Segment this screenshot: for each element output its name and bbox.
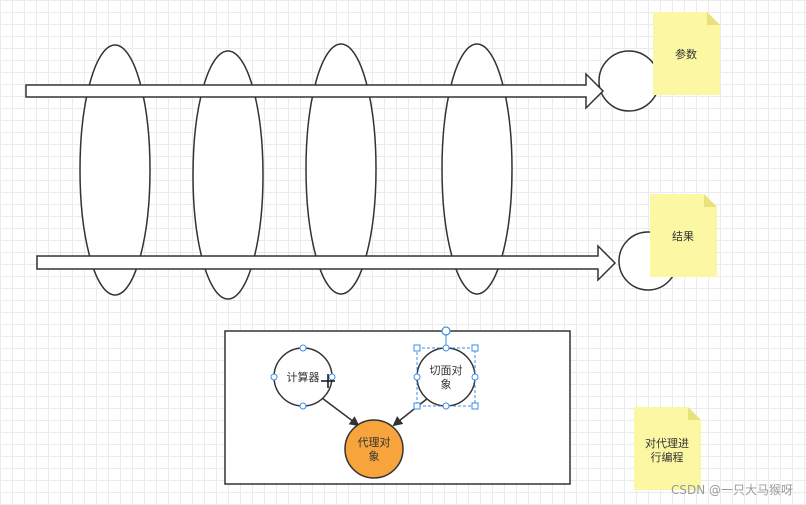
proxy-label-line1: 代理对 [358, 435, 391, 449]
connection-point[interactable] [471, 373, 479, 381]
aspect-to-proxy-arrow[interactable] [392, 397, 429, 427]
connection-points [270, 344, 336, 410]
filter-ellipse-4[interactable] [441, 43, 513, 295]
aop-note-label-line2: 行编程 [651, 450, 684, 464]
aspect-node[interactable]: 切面对 象 [416, 347, 476, 407]
connection-point[interactable] [299, 344, 307, 352]
watermark: CSDN @一只大马猴呀 [671, 483, 793, 497]
params-note-label: 参数 [675, 47, 697, 61]
result-note[interactable]: 结果 [650, 194, 717, 277]
proxy-label-line2: 象 [369, 450, 380, 463]
filter-ellipse-2[interactable] [192, 50, 264, 300]
calculator-to-proxy-arrow[interactable] [321, 397, 360, 427]
proxy-node[interactable]: 代理对 象 [344, 419, 404, 479]
selection-box [413, 326, 479, 410]
filter-ellipse-3[interactable] [305, 43, 377, 295]
rotate-handle[interactable] [441, 326, 451, 336]
connection-point[interactable] [299, 402, 307, 410]
resize-handle[interactable] [471, 402, 479, 410]
connection-point[interactable] [442, 402, 450, 410]
aop-note[interactable]: 对代理进 行编程 [634, 407, 701, 490]
crosshair-cursor-icon [321, 374, 335, 388]
connection-point[interactable] [328, 373, 336, 381]
params-flow-arrow[interactable] [25, 72, 605, 110]
connection-point[interactable] [442, 344, 450, 352]
filter-ellipse-1[interactable] [79, 44, 151, 296]
connection-point[interactable] [270, 373, 278, 381]
result-note-label: 结果 [672, 230, 694, 243]
aspect-label-line2: 象 [441, 378, 452, 391]
resize-handle[interactable] [413, 402, 421, 410]
calculator-node[interactable]: 计算器 [273, 347, 333, 407]
resize-handle[interactable] [471, 344, 479, 352]
params-circle[interactable] [598, 50, 660, 112]
connection-point[interactable] [413, 373, 421, 381]
result-flow-arrow[interactable] [36, 244, 617, 282]
aop-note-label-line1: 对代理进 [645, 436, 689, 450]
resize-handle[interactable] [413, 344, 421, 352]
params-note[interactable]: 参数 [653, 12, 720, 95]
aspect-label-line1: 切面对 [430, 363, 463, 377]
calculator-label: 计算器 [287, 370, 320, 384]
